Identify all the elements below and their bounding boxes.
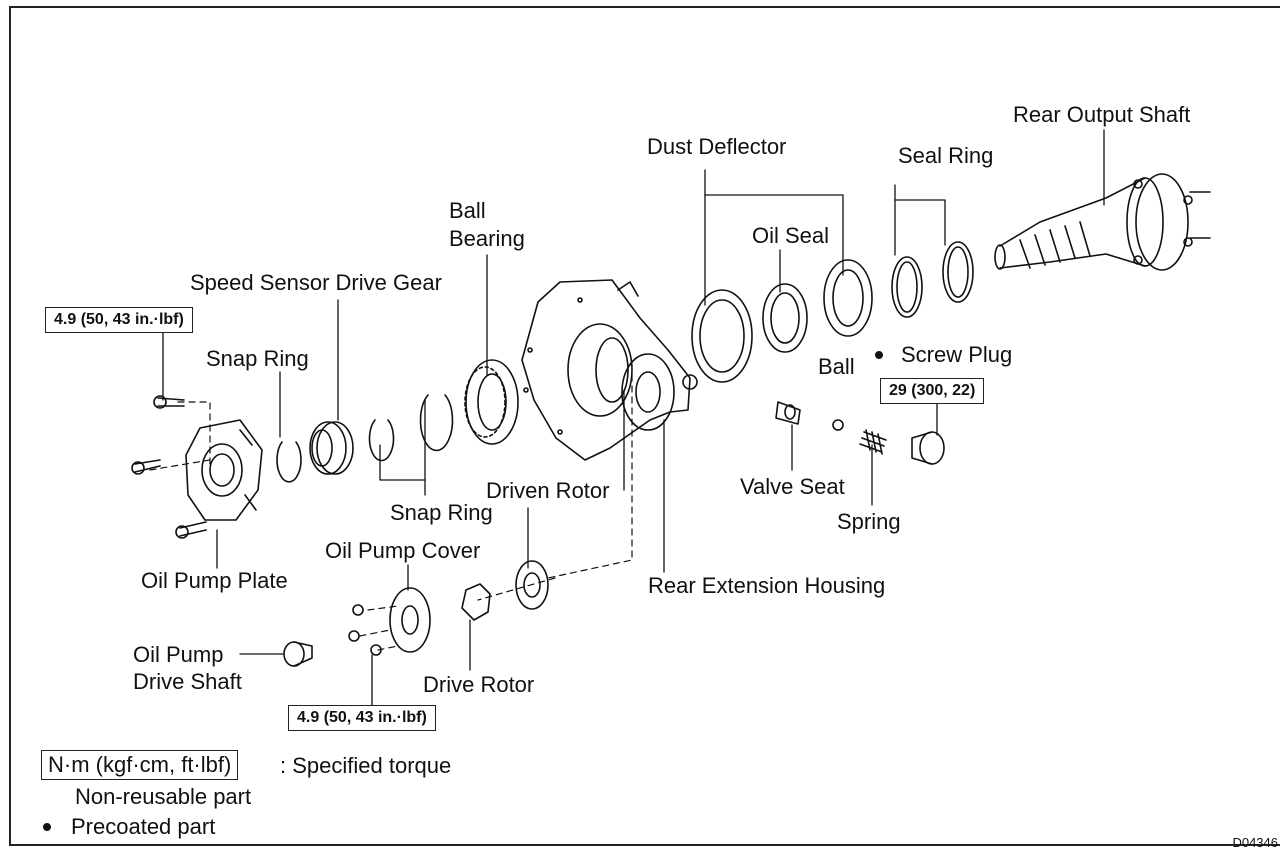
diagram-frame [9,6,1280,846]
oil-pump-plate-drawing [185,419,263,521]
legend-non-reusable: Non-reusable part [75,784,252,809]
rear-output-shaft-drawing [994,173,1211,271]
label-oil-seal: Oil Seal [752,223,830,248]
label-rear-extension-housing: Rear Extension Housing [648,573,886,598]
label-oil-pump-drive-shaft-line1: Oil Pump [133,642,224,667]
label-oil-pump-plate: Oil Pump Plate [141,568,288,593]
label-drive-rotor: Drive Rotor [423,672,535,697]
precoated-marker [875,351,883,359]
leader-lines [162,129,1105,706]
label-ball-bearing-line2: Bearing [449,226,525,251]
ball-bearing-drawing [464,359,519,445]
figure-code: D04346 [1232,835,1278,850]
legend-torque-unit: N·m (kgf·cm, ft·lbf) [41,750,239,780]
torque-box-screw-plug: 29 (300, 22) [880,378,985,404]
label-snap-ring-bottom: Snap Ring [390,500,493,525]
torque-box-cover-screws: 4.9 (50, 43 in.·lbf) [288,705,436,731]
valve-parts-drawing [775,401,945,465]
dashed-lines [149,374,633,651]
label-oil-pump-drive-shaft-line2: Drive Shaft [133,669,242,694]
snap-ring-drawing [276,394,454,483]
torque-box-plate-bolts: 4.9 (50, 43 in.·lbf) [45,307,193,333]
rear-extension-housing-drawing [521,279,698,461]
label-seal-ring: Seal Ring [898,143,994,168]
label-driven-rotor: Driven Rotor [486,478,610,503]
label-spring: Spring [837,509,901,534]
label-dust-deflector: Dust Deflector [647,134,787,159]
oil-pump-drive-shaft-drawing [283,641,313,667]
rotor-drawings [461,560,549,621]
bolt-drawings [131,395,207,539]
label-snap-ring-top: Snap Ring [206,346,309,371]
label-speed-sensor-drive-gear: Speed Sensor Drive Gear [190,270,442,295]
label-screw-plug: Screw Plug [901,342,1013,367]
dust-deflector-drawing [691,289,753,383]
legend-torque-desc: : Specified torque [280,753,452,778]
label-rear-output-shaft: Rear Output Shaft [1013,102,1191,127]
oil-pump-cover-drawing [348,587,431,656]
speed-sensor-drive-gear-drawing [309,421,354,475]
label-ball: Ball [818,354,855,379]
label-oil-pump-cover: Oil Pump Cover [325,538,481,563]
seal-ring-drawing [891,241,974,318]
label-valve-seat: Valve Seat [740,474,845,499]
legend-precoated: Precoated part [71,814,216,839]
legend-precoated-bullet [43,823,51,831]
oil-seal-drawing [762,259,873,353]
label-ball-bearing-line1: Ball [449,198,486,223]
